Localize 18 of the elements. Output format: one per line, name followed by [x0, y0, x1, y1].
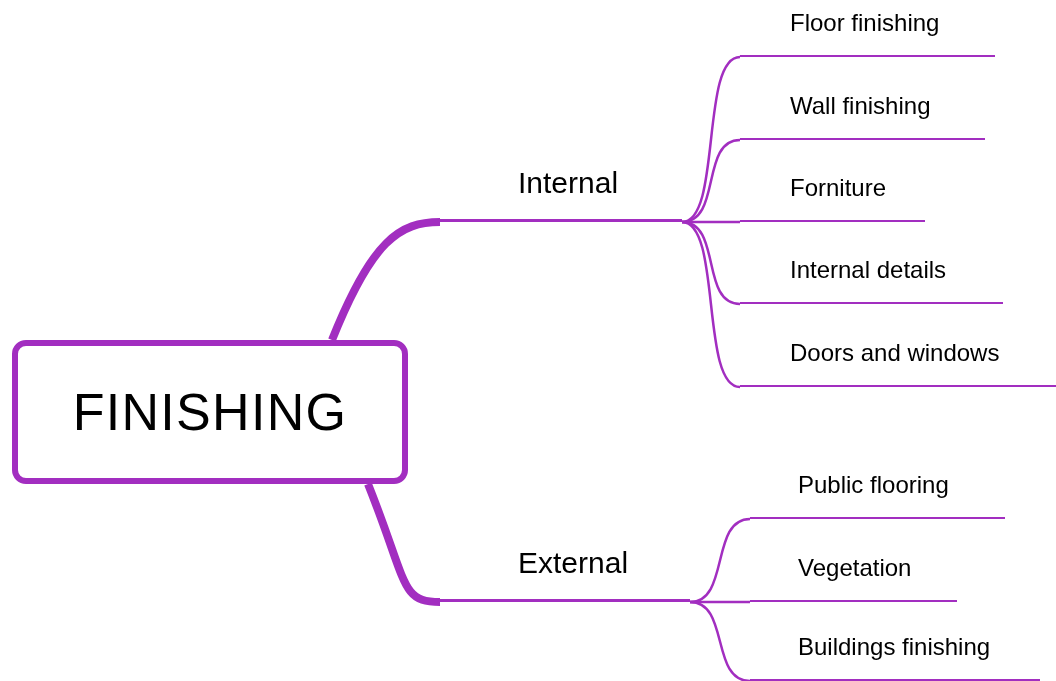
topic-label: Public flooring	[798, 470, 949, 500]
branch-line	[689, 600, 751, 681]
topic-label: Internal	[518, 165, 619, 201]
topic-label: Buildings finishing	[798, 632, 991, 662]
branch-line	[681, 220, 741, 389]
branch-line	[689, 517, 751, 604]
branch-line	[681, 138, 741, 224]
topic-label: Doors and windows	[790, 338, 1000, 368]
topic-label: Vegetation	[798, 553, 912, 583]
branch-line	[364, 482, 441, 606]
topic-label: Forniture	[790, 173, 887, 203]
topic-label: Wall finishing	[790, 91, 931, 121]
topic-text: FINISHING	[72, 382, 348, 443]
topic-label: Floor finishing	[790, 8, 940, 38]
topic-label: Internal details	[790, 255, 947, 285]
central-topic-box	[12, 340, 408, 484]
branch-line	[328, 218, 441, 342]
topic-label: External	[518, 545, 629, 581]
